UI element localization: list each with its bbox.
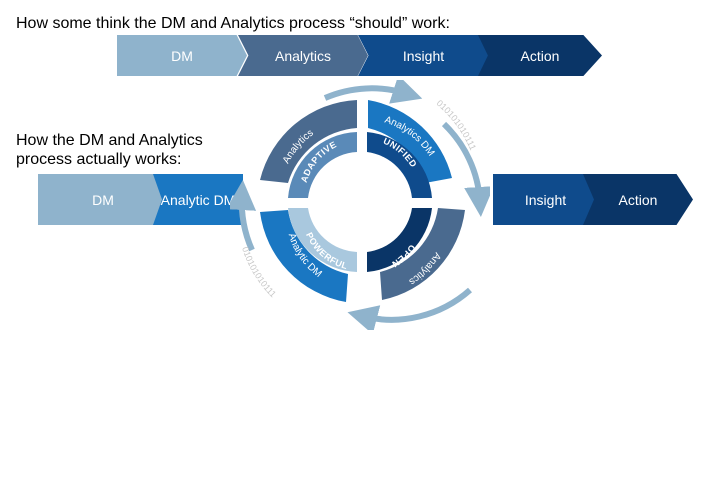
cycle-binary-top-right: 010101010111 — [435, 98, 478, 152]
bottom-flow-step-action: Action — [583, 174, 693, 225]
bottom-flow-step-insight: Insight — [493, 174, 598, 225]
cycle-segment-analytics-dm — [368, 100, 452, 183]
heading-should-work: How some think the DM and Analytics proc… — [16, 15, 450, 32]
cycle-inner-open — [367, 208, 432, 272]
cycle-inner-unified — [367, 132, 432, 198]
cycle-arrow-bottom — [347, 287, 472, 330]
cycle-inner-adaptive — [288, 132, 357, 198]
cycle-binary-bottom-left: 010101010111 — [240, 245, 278, 299]
cycle-arrow-right — [441, 121, 490, 217]
top-flow-step-insight: Insight — [358, 35, 489, 76]
analytics-cycle-diagram: Analytics Analytics DM Analytics Analyti… — [230, 80, 490, 330]
top-flow-step-analytics: Analytics — [238, 35, 368, 76]
cycle-inner-powerful — [288, 208, 357, 272]
top-flow-step-dm: DM — [117, 35, 247, 76]
heading-actually-works: How the DM and Analytics process actuall… — [16, 132, 203, 168]
bottom-flow-step-dm: DM — [38, 174, 168, 225]
top-flow-step-action: Action — [478, 35, 602, 76]
bottom-flow-step-analytic-dm: Analytic DM — [153, 174, 243, 225]
cycle-segment-analytics-top-left — [260, 100, 357, 183]
cycle-segment-analytic-dm — [260, 210, 348, 302]
cycle-arrow-top — [323, 80, 423, 104]
cycle-segment-analytics-bottom-right — [380, 208, 465, 300]
cycle-arrow-left — [230, 180, 257, 252]
